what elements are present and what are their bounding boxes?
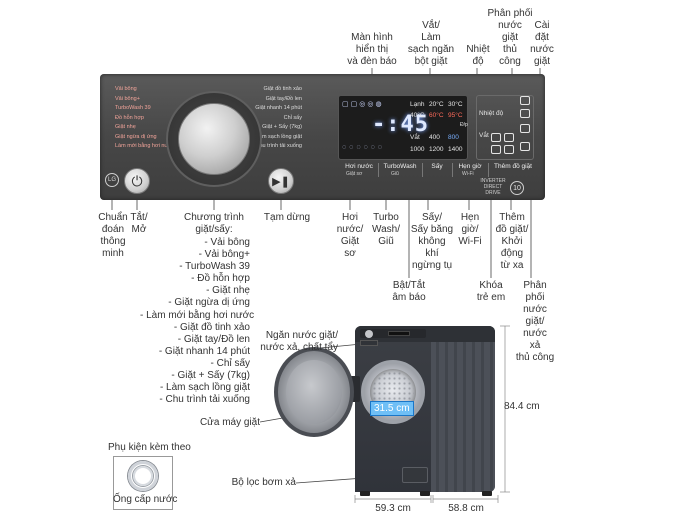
callout-pause: Tạm dừng <box>263 212 311 223</box>
detergent-setting-button[interactable] <box>520 124 530 133</box>
temp-40: 40°C <box>410 112 425 119</box>
hose-icon <box>128 461 158 491</box>
temp-button[interactable]: Nhiệt độ <box>479 110 504 117</box>
drain-pump-filter[interactable] <box>402 467 428 483</box>
washer-foot-right <box>482 491 492 496</box>
program-dial-knob[interactable] <box>178 103 250 175</box>
door-hinge <box>350 376 360 402</box>
spin-button[interactable]: Vắt <box>479 132 489 139</box>
callout-settings: Cài đặt nước giặt <box>530 20 554 67</box>
callout-program-title: Chương trình giặt/sấy: <box>184 212 244 235</box>
temp-cold: Lạnh <box>410 101 425 108</box>
power-button[interactable]: ⏻ <box>124 168 150 194</box>
add-item-button[interactable]: Thêm đồ giặt <box>494 163 532 170</box>
accessories-title: Phụ kiện kèm theo <box>108 442 191 453</box>
detergent-drawer[interactable] <box>360 340 378 346</box>
display-digits: -:45 <box>372 112 429 137</box>
sep-2 <box>422 163 423 177</box>
callout-detergent: Vắt/ Làm sạch ngăn bột giặt <box>407 20 455 67</box>
hose-inner-coil <box>133 466 153 486</box>
washer-side-panel <box>430 326 495 492</box>
washer-mini-knob <box>365 330 373 338</box>
smart-diagnosis-icon: LG <box>105 173 119 187</box>
callout-manual-dispense: Phân phối nước giặt/ nước xả thủ công <box>515 280 555 363</box>
callout-childlock: Khóa trẻ em <box>476 280 506 303</box>
detergent-setting-button-2[interactable] <box>520 142 530 151</box>
sep-4 <box>488 163 489 177</box>
steam-sub: Giặt sơ <box>346 171 363 177</box>
callout-add: Thêm đồ giặt/ Khởi động từ xa <box>495 212 529 271</box>
callout-drawer: Ngăn nước giặt/ nước xả, chất tẩy <box>260 330 338 353</box>
callout-door: Cửa máy giặt <box>199 417 260 428</box>
callout-sound: Bật/Tắt âm báo <box>392 280 426 303</box>
touch-box-1[interactable] <box>491 133 501 142</box>
touch-box-4[interactable] <box>504 145 514 154</box>
dispense-button-2[interactable] <box>520 109 530 118</box>
accessory-item: Ống cấp nước <box>113 494 178 505</box>
sep-3 <box>452 163 453 177</box>
callout-timer: Hẹn giờ/ Wi-Fi <box>458 212 482 247</box>
touch-box-2[interactable] <box>504 133 514 142</box>
touch-controls <box>476 95 534 160</box>
display-status-icons: ▢▢◎◎◍ <box>342 101 384 108</box>
callout-steam: Hơi nước/ Giặt sơ <box>336 212 364 259</box>
dispense-button[interactable] <box>520 96 530 105</box>
turbowash-button[interactable]: TurboWash <box>383 163 417 170</box>
callout-filter: Bộ lọc bơm xả <box>231 477 296 488</box>
callout-power: Tắt/ Mở <box>130 212 148 235</box>
program-list-right: Giặt đồ tinh xảo Giặt tay/Đồ len Giặt nh… <box>255 86 302 149</box>
spin-1400: 1400 <box>448 146 463 153</box>
spin-1200: 1200 <box>429 146 444 153</box>
warranty-10-logo: 10 <box>510 181 524 195</box>
touch-box-3[interactable] <box>491 145 501 154</box>
power-icon: ⏻ <box>131 172 143 189</box>
inverter-logo: INVERTER DIRECT DRIVE <box>480 178 506 196</box>
callout-temp: Nhiệt độ <box>466 44 490 67</box>
turbowash-sub: Giũ <box>391 171 399 177</box>
spin-400: 400 <box>429 134 440 141</box>
display-screen <box>338 95 468 160</box>
temp-60: 60°C <box>429 112 444 119</box>
washer-foot-left <box>360 491 370 496</box>
start-pause-button[interactable]: ▶❚ <box>268 168 294 194</box>
temp-20: 20°C <box>429 101 444 108</box>
door-diameter-badge: 31.5 cm <box>370 401 414 416</box>
dim-depth: 58.8 cm <box>448 503 484 514</box>
washer-door-glass <box>286 360 342 424</box>
callout-dispense: Phân phối nước giặt thủ công <box>487 8 533 67</box>
timer-sub: Wi-Fi <box>462 171 474 177</box>
steam-button[interactable]: Hơi nước <box>345 163 373 170</box>
spin-800: 800 <box>448 134 459 141</box>
display-bottom-icons: ◌◌◌◌◌◌ <box>342 144 385 151</box>
callout-display: Màn hình hiển thị và đèn báo <box>347 32 397 67</box>
washer-foot-mid <box>420 491 430 496</box>
spin-label: Vắt <box>410 134 420 141</box>
dry-button[interactable]: Sấy <box>431 163 443 170</box>
dim-width: 59.3 cm <box>375 503 411 514</box>
temp-95: 95°C <box>448 112 463 119</box>
dim-height: 84.4 cm <box>504 401 540 412</box>
washer-mini-display <box>388 331 410 336</box>
callout-diagnosis: Chuẩn đoán thông minh <box>98 212 128 259</box>
timer-button[interactable]: Hẹn giờ <box>458 163 482 170</box>
temp-30: 30°C <box>448 101 463 108</box>
spin-1000: 1000 <box>410 146 425 153</box>
spin-unit: Đ/p <box>460 122 468 128</box>
play-pause-icon: ▶❚ <box>272 175 290 188</box>
callout-program-list: - Vải bông - Vải bông+ - TurboWash 39 - … <box>140 237 255 406</box>
callout-turbo: Turbo Wash/ Giũ <box>372 212 400 247</box>
program-list-left: Vải bông Vải bông+ TurboWash 39 Đồ hỗn h… <box>115 86 175 149</box>
sep-1 <box>378 163 379 177</box>
callout-dry: Sấy/ Sấy băng không khí ngừng tụ <box>410 212 454 271</box>
